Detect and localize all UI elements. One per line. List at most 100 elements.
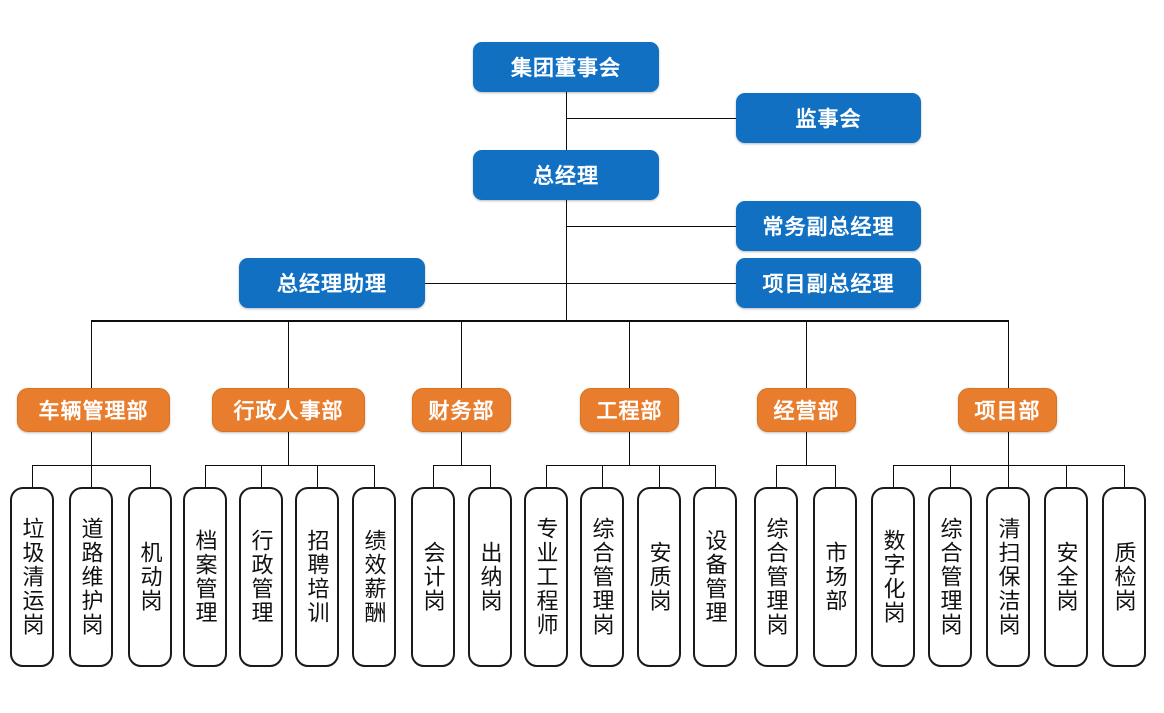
connector-dept5-bus — [776, 465, 836, 466]
connector-bus-to-dept-3 — [461, 320, 462, 388]
node-position-professional-engineer[interactable]: 专业工程师 — [524, 487, 568, 667]
node-position-safety-quality[interactable]: 安质岗 — [637, 487, 681, 667]
node-department-project[interactable]: 项目部 — [958, 388, 1057, 432]
connector-dept6-leaf-1 — [893, 465, 894, 488]
connector-bus-to-dept-1 — [91, 320, 92, 388]
node-label: 设备管理 — [702, 529, 728, 625]
node-label: 综合管理岗 — [937, 517, 963, 637]
connector-dept2-leaf-2 — [261, 465, 262, 488]
connector-gm-to-assistant — [424, 283, 566, 284]
node-position-quality-inspection[interactable]: 质检岗 — [1102, 487, 1146, 667]
node-position-cleaning-sanitation[interactable]: 清扫保洁岗 — [986, 487, 1030, 667]
connector-department-bus — [91, 320, 1009, 322]
connector-gm-to-supervisory — [566, 118, 736, 119]
node-position-administration[interactable]: 行政管理 — [239, 487, 283, 667]
node-position-records-management[interactable]: 档案管理 — [183, 487, 227, 667]
connector-bus-to-dept-2 — [288, 320, 289, 388]
node-department-finance[interactable]: 财务部 — [412, 388, 511, 432]
node-label: 行政人事部 — [233, 400, 344, 423]
connector-dept6-leaf-5 — [1124, 465, 1125, 488]
node-project-deputy-gm[interactable]: 项目副总经理 — [736, 258, 921, 308]
node-supervisory-board[interactable]: 监事会 — [736, 93, 921, 143]
node-position-safety[interactable]: 安全岗 — [1044, 487, 1088, 667]
node-executive-deputy-gm[interactable]: 常务副总经理 — [736, 201, 921, 251]
node-label: 道路维护岗 — [78, 517, 104, 637]
node-label: 项目副总经理 — [762, 273, 895, 296]
connector-dept6-leaf-3 — [1008, 465, 1009, 488]
node-position-equipment-management[interactable]: 设备管理 — [693, 487, 737, 667]
connector-dept4-down — [629, 425, 630, 466]
connector-dept1-leaf-3 — [150, 465, 151, 488]
node-position-marketing[interactable]: 市场部 — [813, 487, 857, 667]
connector-gm-to-exec-deputy — [566, 226, 736, 227]
connector-board-to-gm — [566, 92, 567, 150]
node-department-admin-hr[interactable]: 行政人事部 — [212, 388, 365, 432]
node-label: 质检岗 — [1111, 541, 1137, 613]
node-label: 数字化岗 — [880, 529, 906, 625]
node-label: 工程部 — [596, 400, 663, 423]
node-label: 监事会 — [795, 108, 862, 131]
connector-bus-to-dept-6 — [1008, 320, 1009, 388]
connector-gm-down — [566, 200, 567, 322]
node-label: 会计岗 — [420, 541, 446, 613]
node-label: 常务副总经理 — [762, 216, 895, 239]
node-general-manager[interactable]: 总经理 — [473, 150, 659, 200]
node-position-performance-compensation[interactable]: 绩效薪酬 — [352, 487, 396, 667]
node-position-digitalization[interactable]: 数字化岗 — [871, 487, 915, 667]
connector-dept4-leaf-1 — [546, 465, 547, 488]
connector-bus-to-dept-5 — [806, 320, 807, 388]
connector-dept4-leaf-2 — [602, 465, 603, 488]
connector-dept3-bus — [433, 465, 491, 466]
node-label: 集团董事会 — [511, 57, 621, 80]
connector-dept2-leaf-1 — [205, 465, 206, 488]
node-label: 绩效薪酬 — [361, 529, 387, 625]
connector-dept1-leaf-1 — [32, 465, 33, 488]
connector-dept2-down — [288, 425, 289, 466]
node-group-board[interactable]: 集团董事会 — [473, 42, 659, 92]
node-label: 车辆管理部 — [38, 400, 149, 423]
node-position-waste-transport[interactable]: 垃圾清运岗 — [10, 487, 54, 667]
connector-bus-to-dept-4 — [629, 320, 630, 388]
node-label: 总经理 — [533, 165, 599, 188]
connector-dept1-down — [91, 425, 92, 466]
node-gm-assistant[interactable]: 总经理助理 — [239, 258, 425, 308]
connector-dept5-down — [806, 425, 807, 466]
connector-dept4-leaf-4 — [715, 465, 716, 488]
node-label: 总经理助理 — [277, 273, 387, 296]
connector-dept4-bus — [546, 465, 716, 466]
connector-dept6-leaf-2 — [950, 465, 951, 488]
node-label: 行政管理 — [248, 529, 274, 625]
node-position-cashier[interactable]: 出纳岗 — [468, 487, 512, 667]
node-position-recruitment-training[interactable]: 招聘培训 — [295, 487, 339, 667]
node-position-project-general-management[interactable]: 综合管理岗 — [928, 487, 972, 667]
connector-dept4-leaf-3 — [659, 465, 660, 488]
connector-dept3-leaf-1 — [433, 465, 434, 488]
node-label: 垃圾清运岗 — [19, 517, 45, 637]
node-department-vehicle-management[interactable]: 车辆管理部 — [17, 388, 170, 432]
node-label: 财务部 — [428, 400, 495, 423]
node-position-operations-general-management[interactable]: 综合管理岗 — [754, 487, 798, 667]
node-position-engineering-general-management[interactable]: 综合管理岗 — [580, 487, 624, 667]
node-position-accounting[interactable]: 会计岗 — [411, 487, 455, 667]
node-position-road-maintenance[interactable]: 道路维护岗 — [69, 487, 113, 667]
connector-dept3-down — [461, 425, 462, 466]
connector-gm-to-project-deputy — [566, 283, 736, 284]
node-department-operations[interactable]: 经营部 — [757, 388, 856, 432]
node-label: 机动岗 — [137, 541, 163, 613]
node-label: 清扫保洁岗 — [995, 517, 1021, 637]
connector-dept2-leaf-4 — [374, 465, 375, 488]
node-label: 出纳岗 — [477, 541, 503, 613]
connector-dept5-leaf-2 — [835, 465, 836, 488]
node-department-engineering[interactable]: 工程部 — [580, 388, 679, 432]
node-position-mobile-duty[interactable]: 机动岗 — [128, 487, 172, 667]
connector-dept6-down — [1008, 425, 1009, 466]
node-label: 招聘培训 — [304, 529, 330, 625]
node-label: 安全岗 — [1053, 541, 1079, 613]
connector-dept6-leaf-4 — [1066, 465, 1067, 488]
connector-dept5-leaf-1 — [776, 465, 777, 488]
node-label: 综合管理岗 — [589, 517, 615, 637]
connector-dept3-leaf-2 — [490, 465, 491, 488]
connector-dept2-leaf-3 — [317, 465, 318, 488]
connector-dept2-bus — [205, 465, 375, 466]
